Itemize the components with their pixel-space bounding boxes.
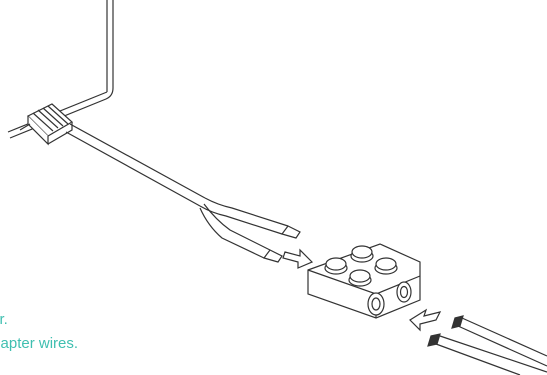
terminal-block-icon <box>308 244 420 318</box>
adapter-plug-icon <box>20 104 72 144</box>
adapter-cable-icon <box>66 124 300 262</box>
instruction-caption: matter. C Adapter wires. <box>0 308 260 356</box>
arrow-right-icon <box>283 250 312 268</box>
caption-line-2: C Adapter wires. <box>0 332 260 356</box>
caption-line-1: matter. <box>0 308 260 332</box>
incoming-wires-icon <box>428 316 547 375</box>
arrow-left-icon <box>410 310 440 330</box>
